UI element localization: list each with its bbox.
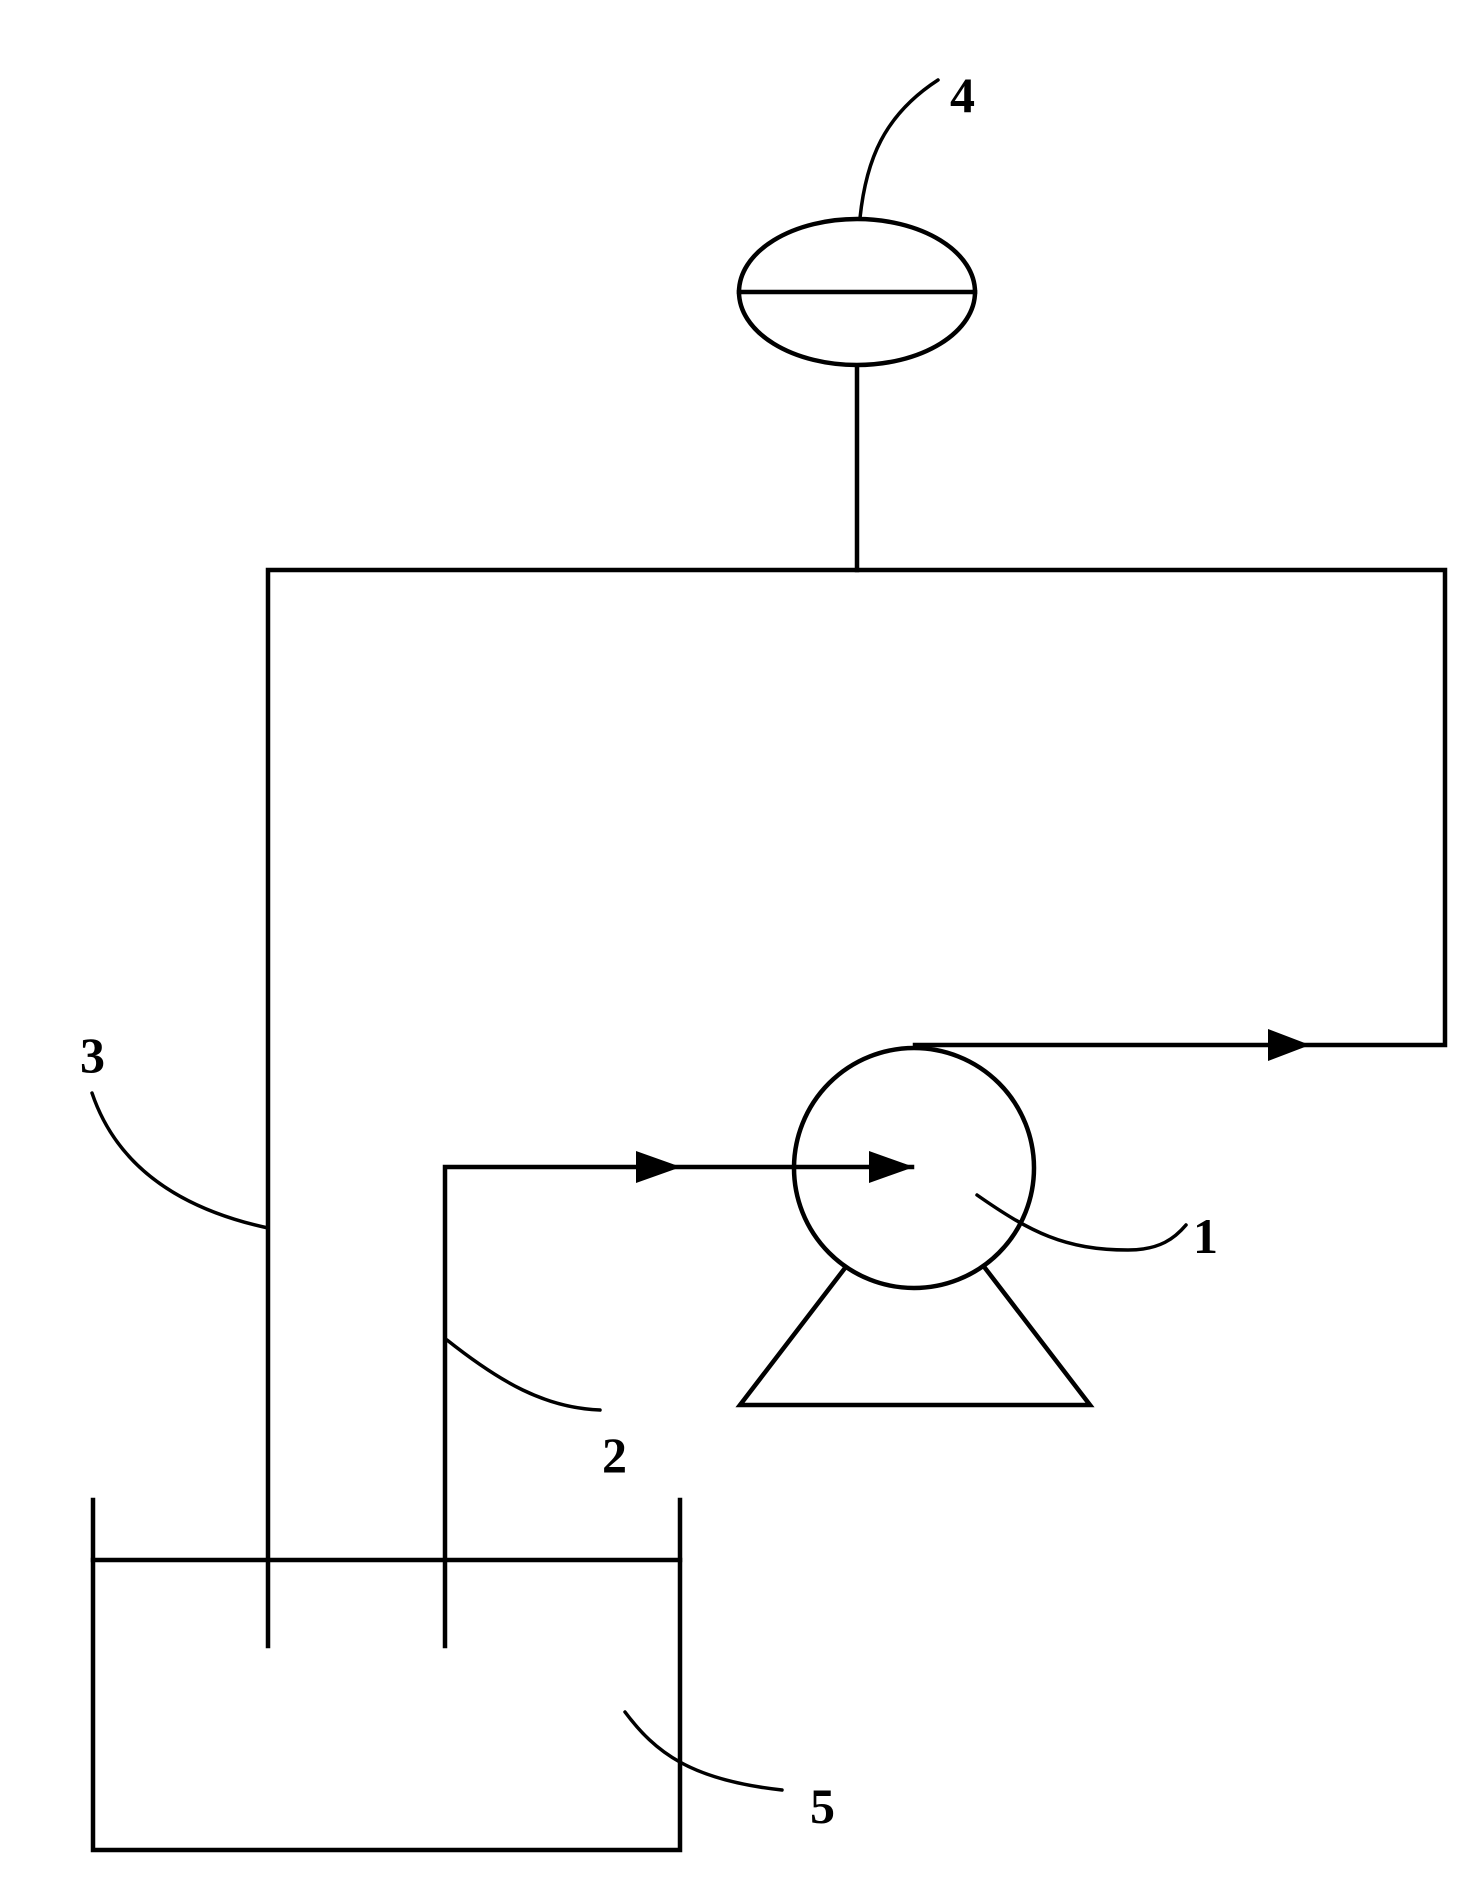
- label-gauge: 4: [950, 67, 975, 123]
- inlet-flow-arrow-1: [636, 1151, 681, 1183]
- inlet-pipe-line: [442, 1164, 915, 1649]
- reference-labels: 4 3 2 1 5: [80, 67, 1218, 1834]
- label-pump: 1: [1193, 1208, 1218, 1264]
- leader-5: [623, 1710, 784, 1792]
- return-pipe: [265, 567, 1448, 1649]
- return-flow-arrow: [1268, 1029, 1310, 1061]
- label-tank: 5: [810, 1778, 835, 1834]
- pump-casing: [791, 1045, 1037, 1291]
- label-return-pipe: 3: [80, 1027, 105, 1083]
- leader-1: [975, 1193, 1188, 1252]
- leader-lines: [90, 78, 1188, 1792]
- tank: [90, 1497, 683, 1853]
- inlet-flow-arrow-2: [869, 1151, 914, 1183]
- label-inlet-pipe: 2: [602, 1427, 627, 1483]
- leader-4: [858, 78, 940, 220]
- pressure-gauge: [736, 216, 978, 573]
- pump: [735, 1045, 1095, 1408]
- leader-3: [90, 1091, 270, 1230]
- inlet-pipe: [442, 1151, 915, 1649]
- tank-walls: [90, 1497, 683, 1853]
- leader-2: [445, 1338, 602, 1412]
- pump-base: [735, 1264, 1095, 1408]
